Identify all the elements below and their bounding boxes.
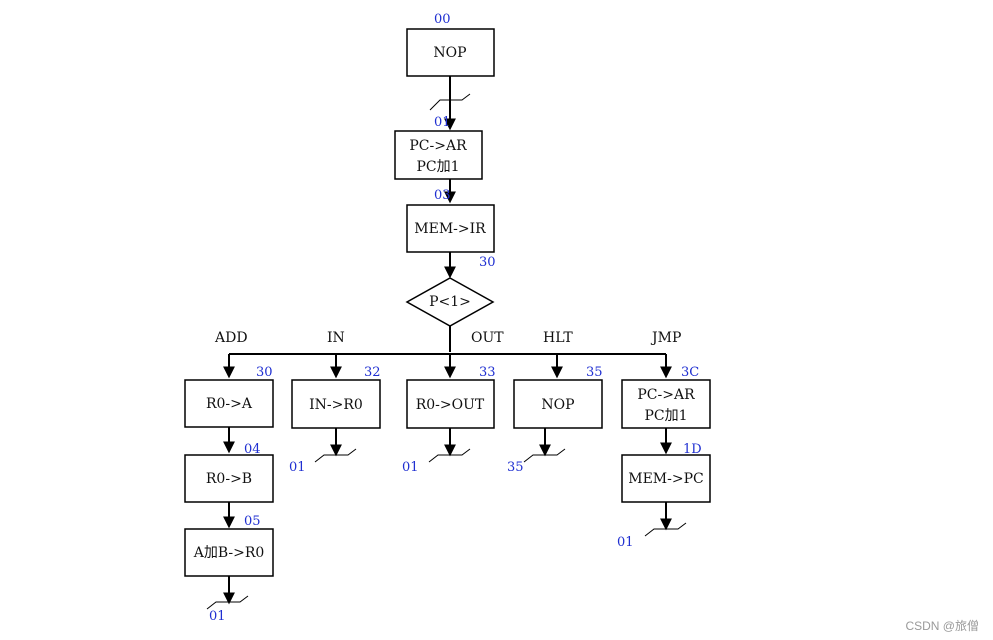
label-decode: MEM->IR bbox=[414, 221, 486, 237]
addr-nop-top: 00 bbox=[434, 12, 451, 27]
node-jmp-1 bbox=[621, 379, 711, 429]
branch-label-hlt: HLT bbox=[543, 330, 573, 346]
clock-marker-1 bbox=[429, 93, 471, 111]
label-fetch-2: PC加1 bbox=[416, 159, 459, 175]
next-out: 01 bbox=[402, 460, 419, 475]
node-add-1 bbox=[184, 379, 274, 428]
addr-jmp-2: 1D bbox=[683, 442, 702, 457]
branch-label-out: OUT bbox=[471, 330, 504, 346]
next-add: 01 bbox=[209, 609, 226, 624]
node-hlt-1 bbox=[513, 379, 603, 429]
addr-add-1: 30 bbox=[256, 365, 273, 380]
label-in-1: IN->R0 bbox=[309, 397, 363, 413]
next-in: 01 bbox=[289, 460, 306, 475]
label-branch-p1: P<1> bbox=[429, 294, 471, 310]
addr-decode-next: 30 bbox=[479, 255, 496, 270]
node-add-3 bbox=[184, 528, 274, 577]
label-nop-top: NOP bbox=[433, 45, 466, 61]
addr-decode: 03 bbox=[434, 188, 451, 203]
label-add-3: A加B->R0 bbox=[193, 545, 265, 561]
clock-marker-add bbox=[206, 595, 249, 610]
clock-marker-jmp bbox=[644, 522, 687, 537]
addr-in-1: 32 bbox=[364, 365, 381, 380]
addr-add-3: 05 bbox=[244, 514, 261, 529]
node-in-1 bbox=[291, 379, 381, 429]
watermark: CSDN @旅僧 bbox=[905, 619, 979, 633]
addr-hlt-1: 35 bbox=[586, 365, 603, 380]
label-jmp-2: MEM->PC bbox=[628, 471, 703, 487]
addr-fetch: 01 bbox=[434, 115, 451, 130]
addr-out-1: 33 bbox=[479, 365, 496, 380]
next-hlt: 35 bbox=[507, 460, 524, 475]
clock-marker-out bbox=[428, 448, 471, 463]
addr-add-2: 04 bbox=[244, 442, 261, 457]
label-out-1: R0->OUT bbox=[416, 397, 485, 413]
label-fetch-1: PC->AR bbox=[409, 138, 467, 154]
node-out-1 bbox=[406, 379, 495, 429]
branch-label-jmp: JMP bbox=[650, 330, 681, 346]
branch-label-in: IN bbox=[327, 330, 345, 346]
label-jmp-1-a: PC->AR bbox=[637, 387, 695, 403]
clock-marker-hlt bbox=[523, 448, 566, 463]
branch-label-add: ADD bbox=[214, 330, 248, 346]
node-nop-top bbox=[406, 28, 495, 77]
node-add-2 bbox=[184, 454, 274, 503]
addr-jmp-1: 3C bbox=[681, 365, 699, 380]
label-add-1: R0->A bbox=[206, 396, 253, 412]
label-hlt-1: NOP bbox=[541, 397, 574, 413]
node-fetch bbox=[394, 130, 483, 180]
next-jmp: 01 bbox=[617, 535, 634, 550]
label-add-2: R0->B bbox=[206, 471, 252, 487]
clock-marker-in bbox=[314, 448, 357, 463]
label-jmp-1-b: PC加1 bbox=[644, 408, 687, 424]
node-decode bbox=[406, 204, 495, 253]
